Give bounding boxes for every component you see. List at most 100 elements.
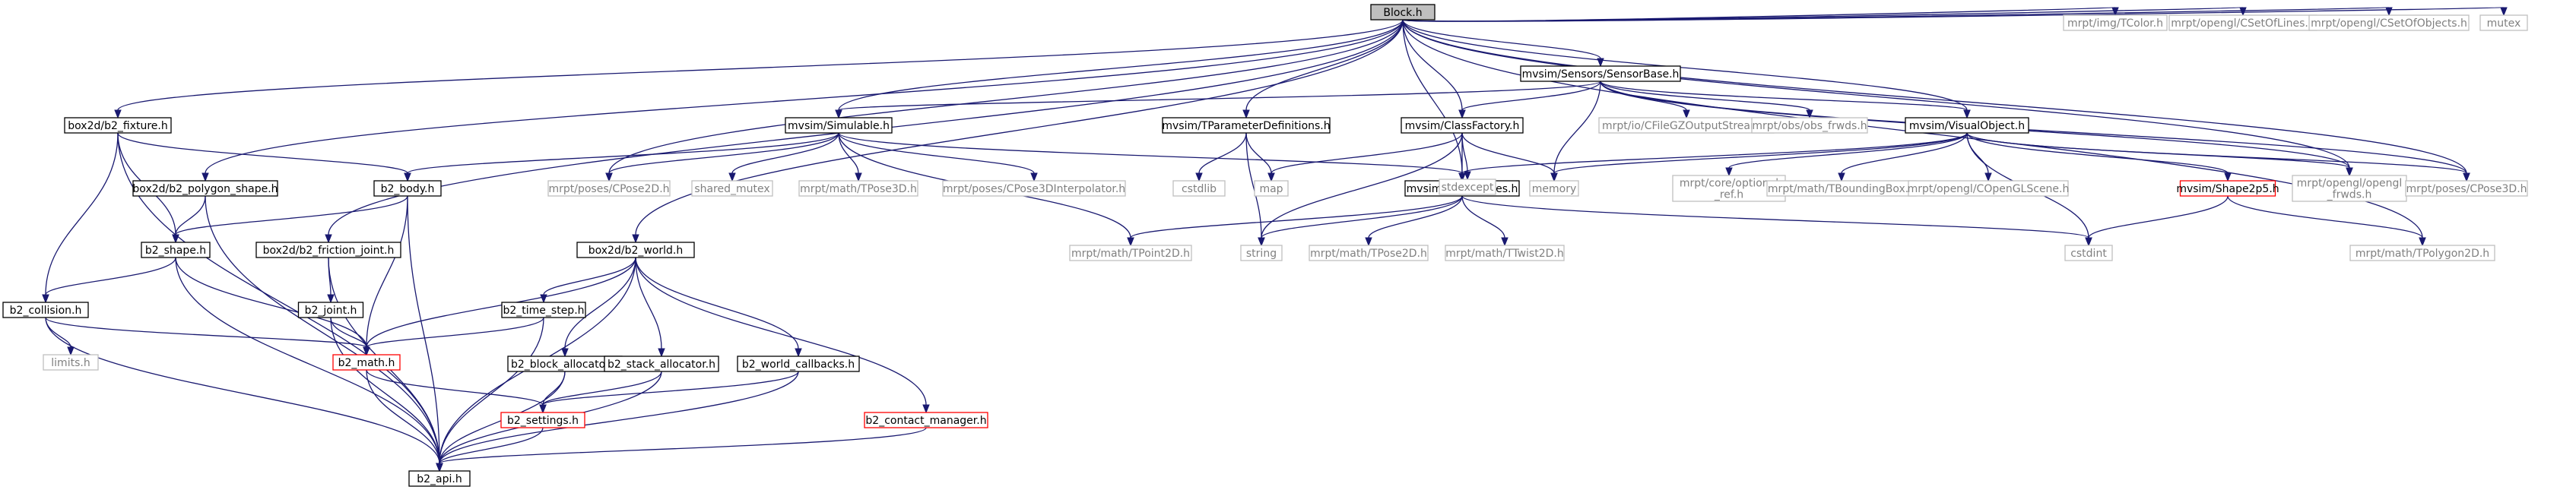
node-sensorbase[interactable]: mvsim/Sensors/SensorBase.h: [1520, 65, 1681, 82]
node-tparam[interactable]: mvsim/TParameterDefinitions.h: [1162, 117, 1331, 134]
node-label: _ref.h: [1714, 189, 1743, 201]
node-map[interactable]: map: [1254, 180, 1289, 197]
node-csetoflines[interactable]: mrpt/opengl/CSetOfLines.h: [2168, 14, 2317, 31]
edge-arrowhead: [201, 172, 209, 182]
edge-line: [1402, 19, 2467, 174]
node-tcolor[interactable]: mrpt/img/TColor.h: [2063, 14, 2168, 31]
node-b2contactmgr[interactable]: b2_contact_manager.h: [864, 412, 988, 428]
edge-arrowhead: [2346, 167, 2353, 177]
node-box: [1240, 245, 1283, 261]
node-box: [64, 117, 172, 134]
node-block[interactable]: Block.h: [1370, 4, 1436, 21]
node-memory[interactable]: memory: [1529, 180, 1579, 197]
node-b2timestep[interactable]: b2_time_step.h: [501, 302, 586, 318]
edge-simulable-tpose3d: [838, 132, 862, 182]
edge-b2worldcb-b2api: [436, 371, 799, 472]
node-cstdint[interactable]: cstdint: [2064, 245, 2113, 261]
edge-arrowhead: [2500, 7, 2508, 17]
node-string[interactable]: string: [1240, 245, 1283, 261]
node-box: [1672, 175, 1786, 202]
edge-arrowhead: [2239, 7, 2247, 17]
node-b2stackalloc[interactable]: b2_stack_allocator.h: [604, 356, 719, 372]
node-stdexcept[interactable]: stdexcept: [1439, 179, 1496, 195]
node-b2blockalloc[interactable]: b2_block_allocator.h: [507, 356, 623, 372]
node-b2world[interactable]: box2d/b2_world.h: [576, 242, 695, 258]
edge-arrowhead: [1458, 172, 1466, 182]
edge-line: [1461, 132, 1555, 174]
node-box: [408, 470, 471, 487]
node-tpose2d[interactable]: mrpt/math/TPose2D.h: [1309, 245, 1429, 261]
node-box: [2063, 14, 2168, 31]
node-optionalref[interactable]: mrpt/core/optional_ref.h: [1672, 175, 1786, 202]
edge-line: [117, 132, 408, 174]
node-label: mvsim/Shape2p5.h: [2176, 183, 2279, 195]
node-simulable[interactable]: mvsim/Simulable.h: [785, 117, 893, 134]
node-b2fixture[interactable]: box2d/b2_fixture.h: [64, 117, 172, 134]
edge-arrowhead: [1725, 167, 1733, 177]
edge-arrowhead: [404, 172, 411, 182]
edge-line: [366, 257, 636, 348]
node-label: mrpt/math/TPoint2D.h: [1071, 248, 1190, 260]
node-tboundingbox[interactable]: mrpt/math/TBoundingBox.h: [1766, 180, 1917, 197]
node-label: mrpt/poses/CPose3D.h: [2406, 183, 2527, 195]
edge-line: [1600, 81, 2467, 174]
node-obsfrwds[interactable]: mrpt/obs/obs_frwds.h: [1751, 117, 1868, 134]
node-cpose3d[interactable]: mrpt/poses/CPose3D.h: [2405, 180, 2528, 197]
edge-line: [366, 317, 544, 348]
node-openglfrwds[interactable]: mrpt/opengl/opengl_frwds.h: [2292, 175, 2407, 202]
edge-line: [2227, 195, 2423, 239]
edge-line: [635, 257, 927, 406]
edge-sensorbase-classfactory: [1458, 81, 1601, 119]
node-copenglscene[interactable]: mrpt/opengl/COpenGLScene.h: [1908, 180, 2070, 197]
edge-block-b2world: [632, 19, 1404, 244]
node-label: b2_stack_allocator.h: [608, 359, 715, 371]
edge-arrowhead: [172, 234, 179, 244]
edge-line: [1368, 195, 1463, 239]
edge-line: [1966, 132, 2350, 169]
edge-line: [45, 257, 176, 295]
edge-tparam-cstdlib: [1195, 132, 1247, 182]
edge-arrowhead: [363, 346, 370, 356]
node-b2worldcb[interactable]: b2_world_callbacks.h: [737, 356, 860, 372]
node-mutex[interactable]: mutex: [2479, 14, 2528, 31]
node-sharedmutex[interactable]: shared_mutex: [691, 180, 773, 197]
node-label: _frwds.h: [2327, 189, 2372, 201]
node-cfilegz[interactable]: mrpt/io/CFileGZOutputStream.h: [1598, 117, 1775, 134]
node-b2settings[interactable]: b2_settings.h: [500, 412, 585, 428]
node-cstdlib[interactable]: cstdlib: [1172, 180, 1226, 197]
node-label: Block.h: [1383, 7, 1422, 19]
node-box: [798, 180, 918, 197]
edge-line: [1461, 132, 1468, 172]
node-b2math[interactable]: b2_math.h: [332, 354, 401, 371]
node-csetofobjects[interactable]: mrpt/opengl/CSetOfObjects.h: [2308, 14, 2470, 31]
node-b2collision[interactable]: b2_collision.h: [2, 302, 89, 318]
node-box: [576, 242, 695, 258]
node-visualobject[interactable]: mvsim/VisualObject.h: [1905, 117, 2029, 134]
node-b2polyshape[interactable]: box2d/b2_polygon_shape.h: [132, 180, 278, 197]
node-tpose3d[interactable]: mrpt/math/TPose3D.h: [798, 180, 918, 197]
edge-basictypes-ttwist2d: [1461, 195, 1508, 247]
edge-arrowhead: [835, 109, 842, 119]
node-classfactory[interactable]: mvsim/ClassFactory.h: [1401, 117, 1524, 134]
node-box: [1908, 180, 2069, 197]
node-b2shape[interactable]: b2_shape.h: [141, 242, 211, 258]
edge-arrowhead: [42, 294, 49, 304]
edge-line: [1402, 19, 2350, 169]
node-shape2p5[interactable]: mvsim/Shape2p5.h: [2176, 180, 2279, 197]
edge-line: [1402, 19, 1463, 111]
node-b2joint[interactable]: b2_joint.h: [297, 302, 364, 318]
node-tpolygon2d[interactable]: mrpt/math/TPolygon2D.h: [2349, 245, 2495, 261]
node-cpose3dinterp[interactable]: mrpt/poses/CPose3DInterpolator.h: [942, 180, 1126, 197]
node-b2friction[interactable]: box2d/b2_friction_joint.h: [255, 242, 401, 258]
edge-block-tparam: [1242, 19, 1404, 119]
node-cpose2d[interactable]: mrpt/poses/CPose2D.h: [547, 180, 671, 197]
edge-line: [366, 369, 544, 406]
node-label: limits.h: [51, 357, 90, 369]
edge-line: [175, 195, 408, 235]
node-b2body[interactable]: b2_body.h: [373, 180, 442, 197]
node-b2api[interactable]: b2_api.h: [408, 470, 471, 487]
node-box: [2479, 14, 2528, 31]
node-ttwist2d[interactable]: mrpt/math/TTwist2D.h: [1445, 245, 1565, 261]
node-tpoint2d[interactable]: mrpt/math/TPoint2D.h: [1069, 245, 1192, 261]
node-limits[interactable]: limits.h: [43, 354, 99, 371]
